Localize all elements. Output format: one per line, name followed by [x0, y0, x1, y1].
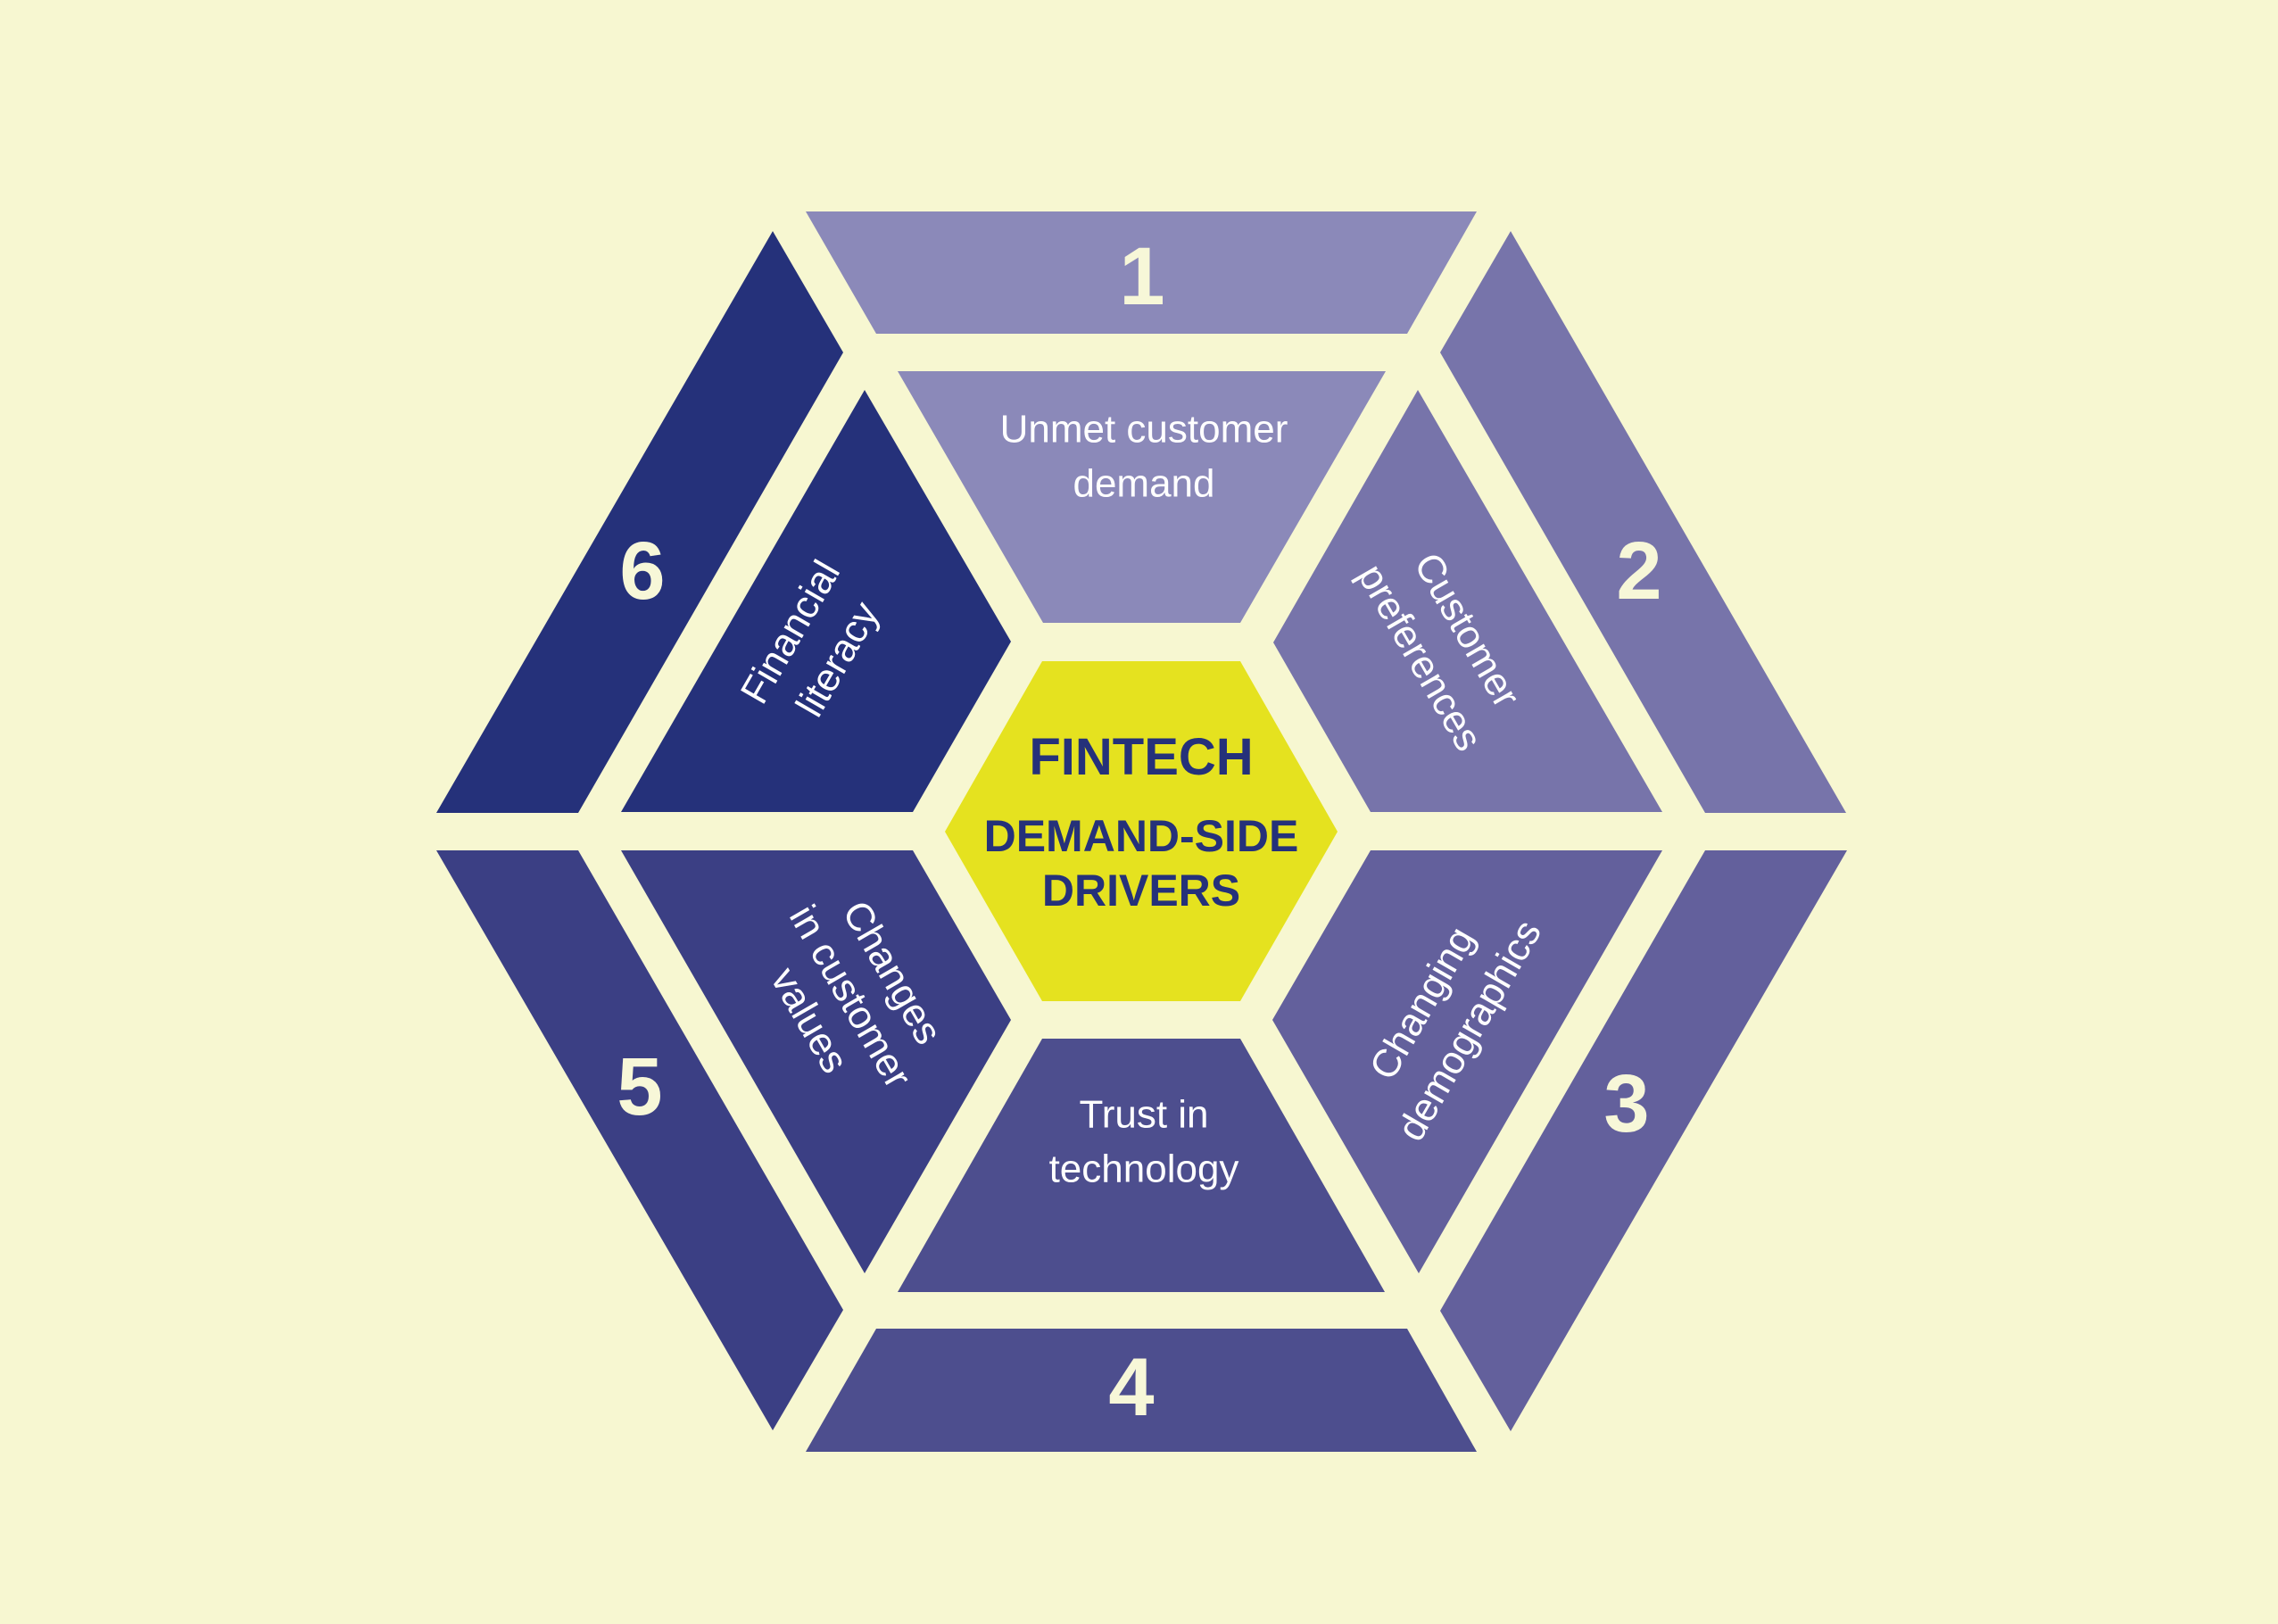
inner-segment-6 — [621, 390, 1011, 812]
segment-number-4: 4 — [1108, 1342, 1155, 1433]
center-subtitle-line1: DEMAND-SIDE — [983, 811, 1299, 861]
center-hexagon — [945, 661, 1338, 1001]
outer-segment-3 — [1440, 850, 1847, 1431]
segment-label-1-line1: Unmet customer — [999, 407, 1288, 452]
segment-label-1-line2: demand — [1073, 461, 1215, 505]
inner-segment-3 — [1272, 850, 1662, 1273]
outer-segment-1 — [806, 211, 1477, 334]
center-subtitle-line2: DRIVERS — [1041, 866, 1241, 916]
segment-number-2: 2 — [1616, 526, 1662, 617]
segment-number-3: 3 — [1603, 1058, 1650, 1149]
center-title: FINTECH — [1029, 728, 1254, 786]
segment-label-4-line1: Trust in — [1079, 1092, 1209, 1137]
inner-segment-2 — [1273, 390, 1662, 812]
segment-label-4-line2: technology — [1048, 1147, 1239, 1190]
inner-segment-4 — [898, 1039, 1385, 1292]
segment-number-1: 1 — [1119, 231, 1165, 322]
outer-segment-6 — [436, 231, 843, 813]
segment-number-5: 5 — [617, 1041, 663, 1132]
outer-segment-2 — [1440, 231, 1846, 813]
outer-segment-5 — [436, 850, 843, 1430]
inner-segment-1 — [898, 371, 1386, 623]
inner-segment-5 — [621, 850, 1011, 1273]
segment-number-6: 6 — [619, 526, 666, 617]
outer-segment-4 — [806, 1329, 1477, 1452]
segment-label-4: Trust in technology — [1049, 1088, 1239, 1196]
segment-label-1: Unmet customer demand — [1000, 402, 1288, 510]
